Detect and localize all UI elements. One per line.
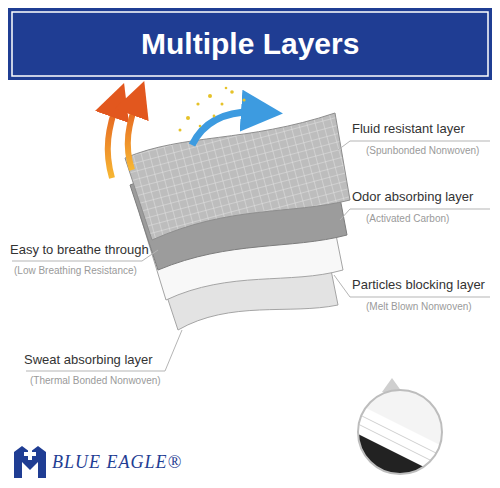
layer-name: Sweat absorbing layer xyxy=(24,353,153,368)
banner-border xyxy=(12,12,488,76)
layer-name: Odor absorbing layer xyxy=(352,190,473,205)
feature-note: (Low Breathing Resistance) xyxy=(14,265,137,277)
layer-closeup xyxy=(350,385,460,488)
layer-material: (Thermal Bonded Nonwoven) xyxy=(30,375,161,387)
logo-mark xyxy=(14,446,46,478)
spunbond-sheet xyxy=(125,113,350,240)
layer-name: Particles blocking layer xyxy=(352,278,485,293)
air-arrow xyxy=(192,112,262,145)
layer-name: Fluid resistant layer xyxy=(352,122,465,137)
particle-dots xyxy=(179,87,246,132)
heat-arrow xyxy=(108,100,118,178)
closeup-ring xyxy=(358,390,442,474)
brand-name: BLUE EAGLE® xyxy=(52,452,182,473)
heat-arrow xyxy=(128,98,138,170)
title-text: Multiple Layers xyxy=(141,27,359,62)
layer-material: (Activated Carbon) xyxy=(366,213,449,225)
layer-material: (Melt Blown Nonwoven) xyxy=(366,301,472,313)
feature-name: Easy to breathe through xyxy=(10,243,149,258)
title-banner xyxy=(8,8,492,80)
layer-material: (Spunbonded Nonwoven) xyxy=(366,145,479,157)
